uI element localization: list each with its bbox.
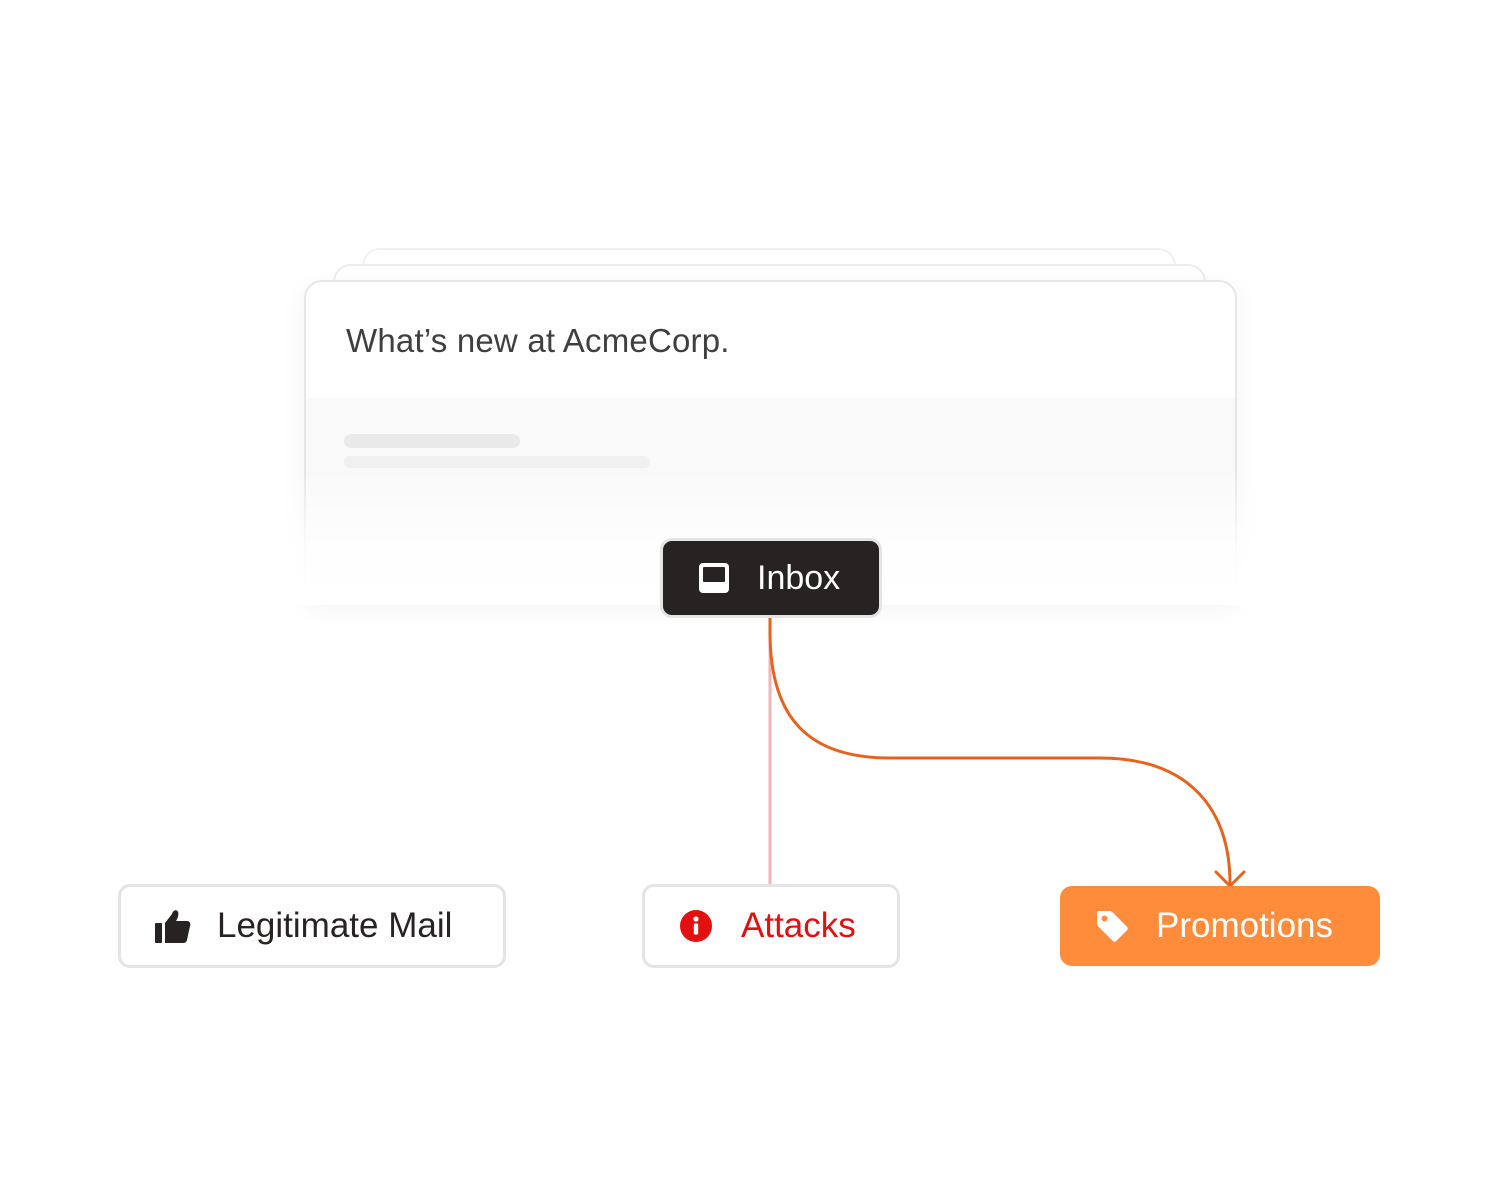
email-card-stack: What’s new at AcmeCorp. xyxy=(280,248,1260,605)
info-alert-icon xyxy=(679,909,713,943)
promotions-node[interactable]: Promotions xyxy=(1060,886,1380,966)
promotions-label: Promotions xyxy=(1156,906,1334,945)
attacks-label: Attacks xyxy=(741,906,856,945)
promotions-arrowhead xyxy=(1214,870,1246,888)
preview-placeholder-line xyxy=(344,456,650,468)
legitimate-mail-node[interactable]: Legitimate Mail xyxy=(118,884,506,968)
email-subject: What’s new at AcmeCorp. xyxy=(346,322,730,359)
preview-placeholder-line xyxy=(344,434,520,448)
thumbs-up-icon xyxy=(153,906,193,946)
inbox-icon xyxy=(697,561,731,595)
tag-icon xyxy=(1094,908,1130,944)
promotions-connector xyxy=(768,618,1232,885)
inbox-label: Inbox xyxy=(757,558,841,597)
attacks-node[interactable]: Attacks xyxy=(642,884,900,968)
inbox-node[interactable]: Inbox xyxy=(660,538,882,618)
legitimate-mail-label: Legitimate Mail xyxy=(217,906,453,945)
